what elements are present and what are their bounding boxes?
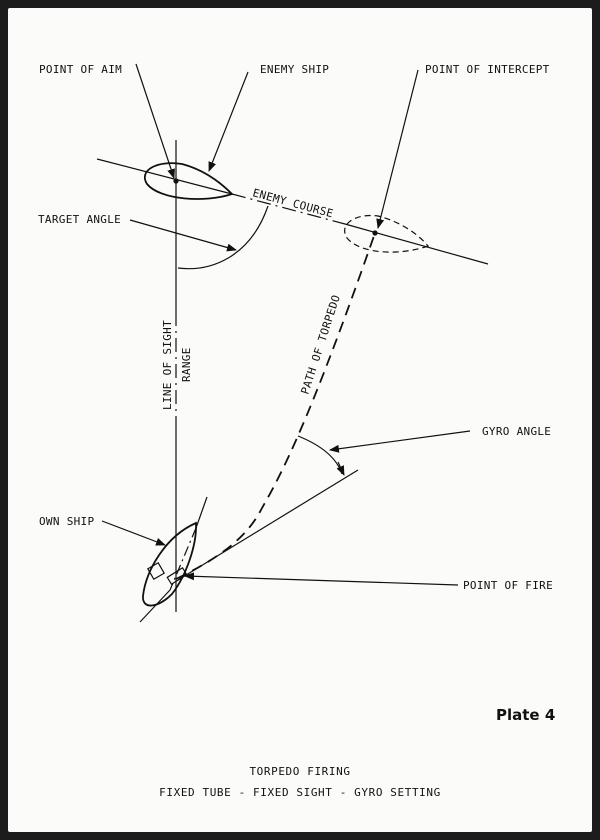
torpedo-path xyxy=(175,232,376,580)
label-range: RANGE xyxy=(180,347,193,382)
label-gyro-angle: GYRO ANGLE xyxy=(482,425,551,438)
label-own-ship: OWN SHIP xyxy=(39,515,94,528)
label-point-of-aim: POINT OF AIM xyxy=(39,63,122,76)
gyro-angle-arc xyxy=(297,435,343,475)
point-of-intercept-marker xyxy=(372,230,378,236)
point-of-aim-marker xyxy=(173,178,179,184)
caption-line-1: TORPEDO FIRING xyxy=(249,765,350,778)
plate-number: Plate 4 xyxy=(496,706,555,724)
gyro-arc-arrowhead xyxy=(336,461,345,476)
target-angle-arc xyxy=(177,205,269,270)
torpedo-tube xyxy=(166,567,188,585)
caption-line-2: FIXED TUBE - FIXED SIGHT - GYRO SETTING xyxy=(159,786,441,799)
gyro-reference-line xyxy=(177,469,359,581)
label-point-of-intercept: POINT OF INTERCEPT xyxy=(425,63,550,76)
label-target-angle: TARGET ANGLE xyxy=(38,213,121,226)
label-enemy-ship: ENEMY SHIP xyxy=(260,63,329,76)
diagram-sheet xyxy=(8,8,592,832)
label-point-of-fire: POINT OF FIRE xyxy=(463,579,553,592)
label-line-of-sight: LINE OF SIGHT xyxy=(161,320,174,410)
own-ship-course-line xyxy=(139,496,208,623)
leader-lines xyxy=(101,63,471,586)
own-ship-hull xyxy=(142,521,197,607)
enemy-course-line xyxy=(96,158,489,265)
intercept-ship-outline xyxy=(344,214,429,253)
enemy-ship-hull xyxy=(144,162,234,200)
own-ship-bridge xyxy=(146,561,166,581)
